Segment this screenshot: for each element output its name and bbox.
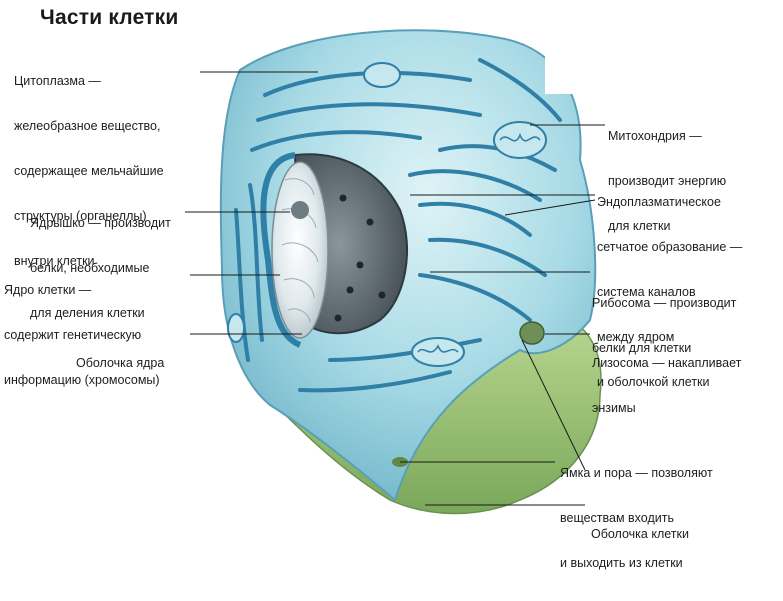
- cell-diagram: [185, 29, 605, 515]
- label-mitochondrion: Митохондрия — производит энергию для кле…: [608, 129, 727, 233]
- leader-lines: [185, 71, 605, 506]
- label-cytoplasm: Цитоплазма — желеобразное вещество, соде…: [14, 74, 164, 268]
- endoplasmic-reticulum: [234, 58, 562, 393]
- label-cell-membrane: Оболочка клетки: [591, 527, 689, 541]
- mitochondrion-shape: [227, 62, 547, 367]
- label-lysosome: Лизосома — накапливает энзимы: [592, 356, 742, 415]
- lysosome-shape: [519, 321, 545, 345]
- blank-panel-top-right: [545, 24, 725, 94]
- diagram-stage: Части клетки: [4, 6, 743, 570]
- nucleolus-core: [291, 201, 309, 219]
- nucleolus-shape: [271, 161, 329, 339]
- label-nuclear-envelope: Оболочка ядра: [76, 356, 165, 370]
- label-nucleus: Ядро клетки — содержит генетическую инфо…: [4, 283, 160, 387]
- nuclear-pores: [334, 194, 386, 322]
- nuclear-envelope-shape: [260, 152, 302, 348]
- label-nucleolus: Ядрышко — производит белки, необходимые …: [30, 216, 171, 320]
- label-ribosome: Рибосома — производит белки для клетки: [592, 296, 737, 355]
- page-title: Части клетки: [40, 6, 179, 29]
- blank-panel-bottom-left: [42, 430, 170, 504]
- label-endoplasmic-reticulum: Эндоплазматическое сетчатое образование …: [597, 195, 743, 389]
